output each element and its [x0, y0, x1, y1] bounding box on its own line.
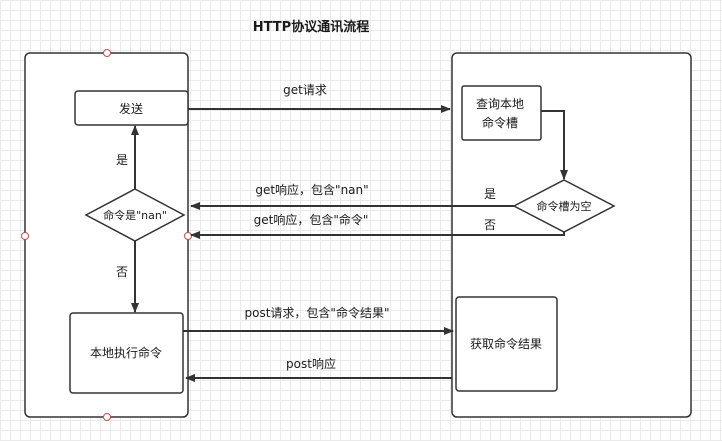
- right-yes-label: 是: [484, 187, 496, 201]
- get-response-cmd-arrow: [190, 231, 565, 239]
- query-slot-line2: 命令槽: [482, 115, 518, 130]
- query-slot-node: [461, 85, 542, 141]
- client-lane-handle-top: [103, 49, 111, 57]
- client-lane-handle-left: [21, 232, 29, 240]
- post-response-label: post响应: [286, 356, 336, 371]
- slot-empty-label: 命令槽为空: [537, 199, 592, 213]
- execute-command-node: [69, 312, 184, 394]
- left-no-label: 否: [116, 265, 128, 279]
- client-lane-handle-bottom: [103, 413, 111, 421]
- get-result-label: 获取命令结果: [470, 336, 542, 351]
- left-yes-label: 是: [116, 153, 128, 167]
- send-node-label: 发送: [119, 101, 143, 116]
- right-no-label: 否: [484, 218, 496, 232]
- get-result-node: [455, 296, 558, 392]
- post-request-label: post请求，包含"命令结果": [245, 305, 390, 320]
- execute-command-label: 本地执行命令: [90, 345, 162, 360]
- query-slot-line1: 查询本地: [476, 97, 524, 111]
- get-response-cmd-label: get响应，包含"命令": [254, 212, 369, 227]
- client-lane-handle-right: [184, 232, 192, 240]
- get-response-nan-label: get响应，包含"nan": [255, 182, 368, 197]
- query-to-decision-arrow: [541, 110, 568, 180]
- get-request-label: get请求: [283, 83, 327, 97]
- command-is-nan-label: 命令是"nan": [103, 208, 167, 222]
- diagram-title: HTTP协议通讯流程: [253, 19, 369, 35]
